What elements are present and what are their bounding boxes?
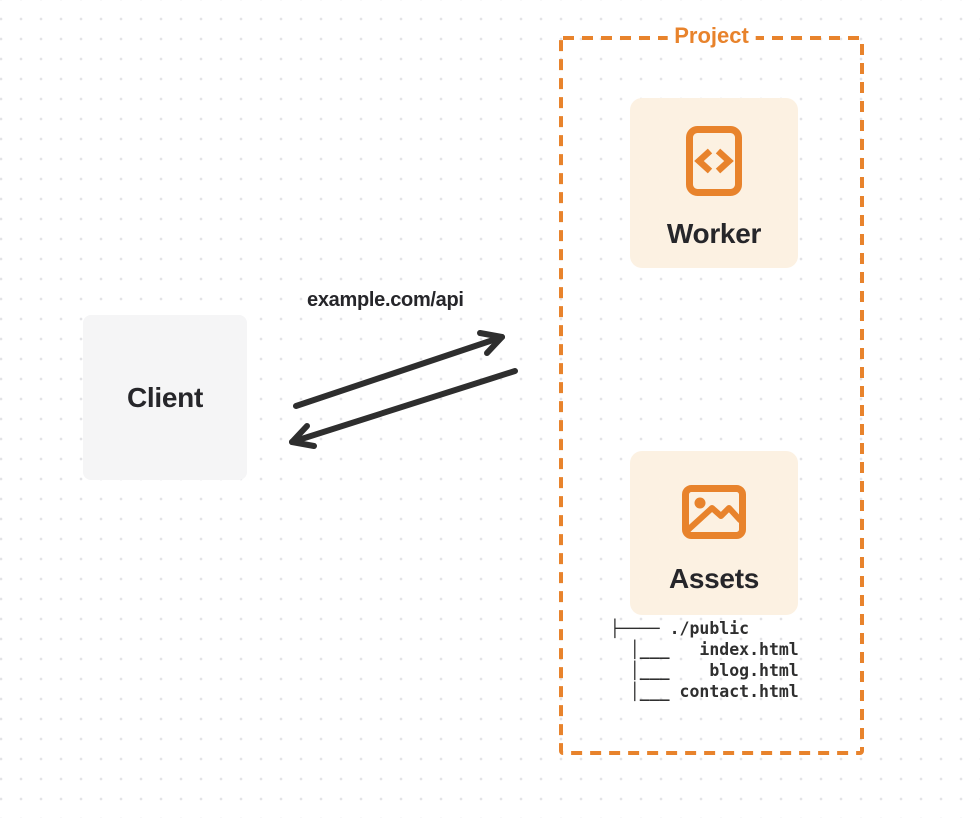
code-file-icon (686, 126, 742, 196)
project-dashed-border (559, 36, 864, 755)
project-group: Project Worker Assets ├──── ./public │__… (559, 23, 864, 755)
request-url-label: example.com/api (307, 289, 464, 311)
file-tree-line: │___ blog.html (610, 661, 799, 680)
assets-label: Assets (668, 563, 760, 594)
file-tree-line: │___ index.html (610, 640, 799, 659)
worker-node: Worker (630, 98, 798, 268)
response-arrow (289, 368, 518, 449)
assets-node: Assets (630, 451, 798, 615)
worker-label: Worker (666, 218, 762, 249)
file-tree: ├──── ./public │___ index.html │___ blog… (610, 618, 799, 702)
file-tree-line: │___ contact.html (610, 682, 799, 701)
request-arrow (293, 330, 505, 409)
client-label: Client (127, 381, 203, 413)
client-node: Client (83, 315, 247, 480)
image-icon (682, 485, 746, 539)
project-label: Project (667, 23, 756, 49)
file-tree-line: ├──── ./public (610, 619, 750, 638)
